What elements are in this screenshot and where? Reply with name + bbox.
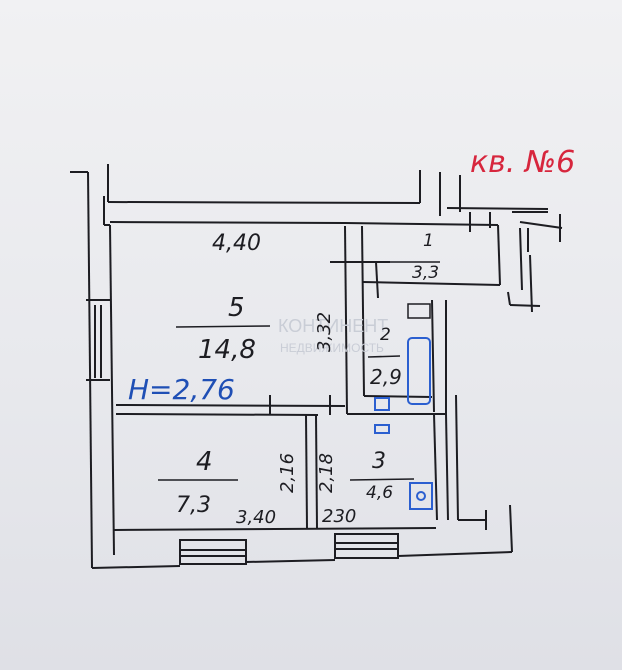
dimension-lines	[158, 261, 440, 481]
room3-area: 4,6	[366, 483, 393, 503]
watermark: КОНТИНЕНТ НЕДВИЖИМОСТЬ	[278, 316, 388, 355]
room4-width-dimension: 3,40	[236, 507, 276, 528]
bathtub-icon	[407, 337, 431, 405]
room5-number: 5	[228, 293, 245, 323]
sink-icon	[374, 397, 390, 411]
apartment-title: кв. №6	[470, 145, 575, 180]
room1-number: 1	[423, 231, 434, 251]
room5-width-dimension: 4,40	[212, 231, 261, 256]
room1-area: 3,3	[412, 263, 439, 283]
room2-area: 2,9	[370, 365, 402, 389]
room4-depth-dimension: 2,16	[277, 453, 298, 493]
watermark-line2: НЕДВИЖИМОСТЬ	[280, 341, 384, 355]
ceiling-height-label: H=2,76	[128, 373, 235, 406]
room3-number: 3	[372, 449, 386, 474]
toilet-icon	[374, 424, 390, 434]
watermark-line1: КОНТИНЕНТ	[278, 316, 388, 336]
bathroom-fixtures	[374, 337, 433, 510]
room5-depth-dimension: 3,32	[314, 312, 335, 352]
room3-depth-dimension: 2,18	[316, 453, 337, 493]
room5-area: 14,8	[198, 335, 256, 365]
room4-number: 4	[196, 447, 213, 477]
room3-width-dimension: 230	[322, 506, 356, 527]
walls	[70, 164, 563, 569]
room4-area: 7,3	[176, 493, 211, 518]
room2-number: 2	[380, 325, 391, 345]
kitchen-sink-icon	[409, 482, 433, 510]
toilet-fixture	[407, 303, 431, 319]
